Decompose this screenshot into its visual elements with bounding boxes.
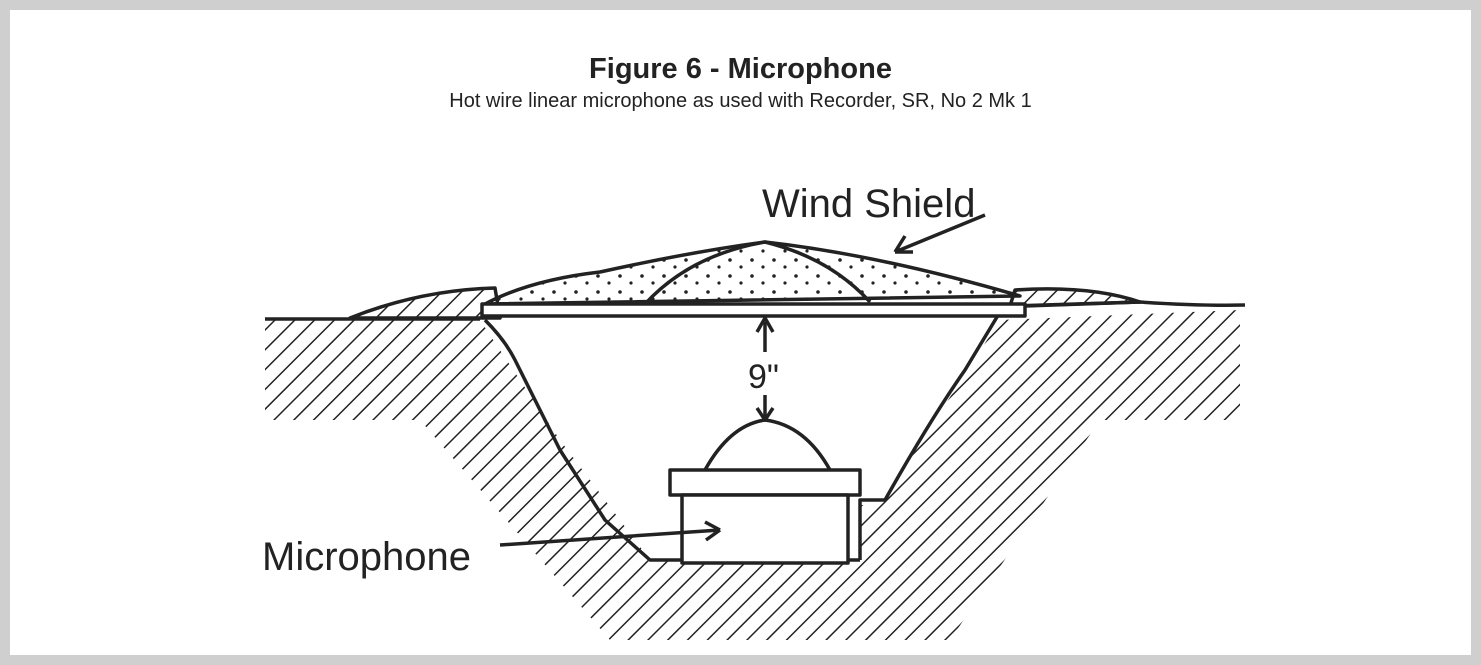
distance-label: 9" bbox=[748, 358, 779, 396]
figure-title: Figure 6 - Microphone bbox=[589, 53, 892, 85]
microphone-body bbox=[680, 493, 850, 565]
wind-shield-ribs bbox=[643, 240, 872, 306]
figure-subtitle: Hot wire linear microphone as used with … bbox=[449, 90, 1032, 112]
microphone-cap bbox=[668, 468, 862, 497]
microphone-label: Microphone bbox=[262, 535, 471, 579]
trench-wall-left bbox=[483, 318, 860, 562]
mound-left bbox=[348, 286, 502, 320]
wind-shield-dome bbox=[483, 240, 1022, 306]
wind-shield-pointer bbox=[893, 213, 986, 254]
wind-shield-base bbox=[480, 302, 1027, 318]
ground-surface bbox=[265, 300, 1246, 321]
wind-shield-label: Wind Shield bbox=[762, 182, 975, 226]
microphone-pointer bbox=[499, 520, 722, 547]
trench-wall-right bbox=[858, 311, 1002, 560]
ground-hatching bbox=[265, 310, 1240, 640]
microphone-dome bbox=[703, 418, 832, 471]
